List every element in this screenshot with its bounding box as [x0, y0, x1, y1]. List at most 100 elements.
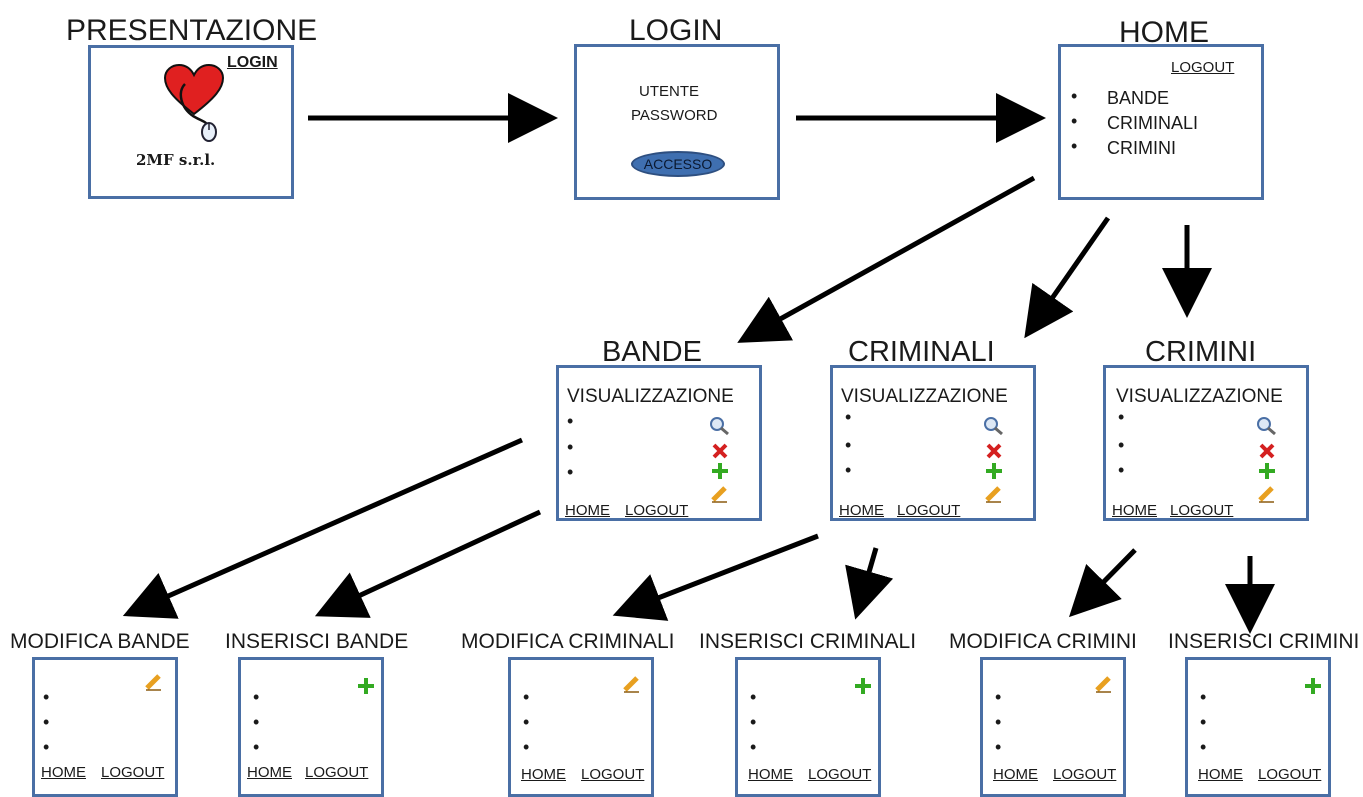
presentation-screen: LOGIN 2MF s.r.l.	[88, 45, 294, 199]
logout-link[interactable]: LOGOUT	[1258, 766, 1322, 783]
home-link[interactable]: HOME	[748, 766, 793, 783]
subpage-title-inserisci-crimini: INSERISCI CRIMINI	[1168, 630, 1360, 653]
section-heading: VISUALIZZAZIONE	[1116, 386, 1283, 407]
bullet: •	[253, 687, 260, 707]
bullet: •	[1071, 111, 1078, 131]
logout-link[interactable]: LOGOUT	[897, 502, 961, 519]
pencil-icon[interactable]	[621, 674, 643, 694]
menu-item-criminali[interactable]: CRIMINALI	[1107, 113, 1199, 133]
bullet: •	[995, 687, 1002, 707]
bullet: •	[567, 437, 574, 457]
logout-link[interactable]: LOGOUT	[625, 502, 689, 519]
plus-icon[interactable]	[1302, 676, 1324, 696]
pencil-icon[interactable]	[1093, 674, 1115, 694]
bullet: •	[43, 712, 50, 732]
arrow-bande-to-modifica	[122, 437, 524, 619]
arrow-criminali-to-inserisci	[845, 547, 894, 620]
plus-icon[interactable]	[355, 676, 377, 696]
home-link[interactable]: HOME	[839, 502, 884, 519]
bullet: •	[995, 737, 1002, 757]
login-screen: UTENTE PASSWORD ACCESSO	[574, 44, 780, 200]
bullet: •	[1118, 460, 1125, 480]
home-link[interactable]: HOME	[1112, 502, 1157, 519]
presentation-title: PRESENTAZIONE	[66, 14, 318, 47]
bullet: •	[523, 737, 530, 757]
bullet: •	[253, 712, 260, 732]
home-link[interactable]: HOME	[993, 766, 1038, 783]
section-screen-crimini: VISUALIZZAZIONE • • • HOME LOGOUT	[1103, 365, 1309, 521]
pencil-icon[interactable]	[1256, 484, 1278, 504]
subpage-screen-inserisci-bande: • • • HOME LOGOUT	[238, 657, 384, 797]
subpage-title-inserisci-bande: INSERISCI BANDE	[225, 630, 409, 653]
bullet: •	[1200, 712, 1207, 732]
bullet: •	[253, 737, 260, 757]
bullet: •	[1200, 737, 1207, 757]
password-label: PASSWORD	[631, 107, 718, 124]
section-title-criminali: CRIMINALI	[848, 336, 995, 368]
subpage-title-modifica-criminali: MODIFICA CRIMINALI	[461, 630, 675, 653]
bullet: •	[995, 712, 1002, 732]
logout-link[interactable]: LOGOUT	[808, 766, 872, 783]
bullet: •	[1200, 687, 1207, 707]
bullet: •	[567, 411, 574, 431]
home-logout-link[interactable]: LOGOUT	[1171, 59, 1235, 76]
logout-link[interactable]: LOGOUT	[101, 764, 165, 781]
logout-link[interactable]: LOGOUT	[305, 764, 369, 781]
search-icon[interactable]	[709, 416, 731, 436]
delete-icon[interactable]	[983, 441, 1005, 461]
subpage-screen-inserisci-crimini: • • • HOME LOGOUT	[1185, 657, 1331, 797]
logout-link[interactable]: LOGOUT	[581, 766, 645, 783]
logout-link[interactable]: LOGOUT	[1053, 766, 1117, 783]
subpage-screen-modifica-crimini: • • • HOME LOGOUT	[980, 657, 1126, 797]
section-screen-bande: VISUALIZZAZIONE • • • HOME LOGOUT	[556, 365, 762, 521]
home-link[interactable]: HOME	[247, 764, 292, 781]
delete-icon[interactable]	[709, 441, 731, 461]
plus-icon[interactable]	[1256, 461, 1278, 481]
home-link[interactable]: HOME	[565, 502, 610, 519]
home-title: HOME	[1119, 16, 1209, 49]
home-screen: LOGOUT • BANDE • CRIMINALI • CRIMINI	[1058, 44, 1264, 200]
arrow-bande-to-inserisci	[314, 509, 542, 618]
menu-item-crimini[interactable]: CRIMINI	[1107, 138, 1176, 158]
section-title-crimini: CRIMINI	[1145, 336, 1257, 368]
bullet: •	[1118, 407, 1125, 427]
login-title: LOGIN	[629, 14, 723, 47]
home-link[interactable]: HOME	[521, 766, 566, 783]
bullet: •	[1071, 86, 1078, 106]
home-link[interactable]: HOME	[1198, 766, 1243, 783]
arrow-home-to-criminali	[1024, 216, 1111, 339]
logout-link[interactable]: LOGOUT	[1170, 502, 1234, 519]
subpage-screen-inserisci-criminali: • • • HOME LOGOUT	[735, 657, 881, 797]
home-link[interactable]: HOME	[41, 764, 86, 781]
pencil-icon[interactable]	[983, 484, 1005, 504]
search-icon[interactable]	[1256, 416, 1278, 436]
plus-icon[interactable]	[852, 676, 874, 696]
heart-mouse-logo	[163, 64, 225, 142]
delete-icon[interactable]	[1256, 441, 1278, 461]
bullet: •	[567, 462, 574, 482]
bullet: •	[523, 712, 530, 732]
bullet: •	[1118, 435, 1125, 455]
search-icon[interactable]	[983, 416, 1005, 436]
bullet: •	[845, 407, 852, 427]
bullet: •	[750, 737, 757, 757]
arrow-home-to-bande	[737, 175, 1036, 343]
subpage-title-modifica-crimini: MODIFICA CRIMINI	[949, 630, 1137, 653]
bullet: •	[750, 712, 757, 732]
bullet: •	[43, 737, 50, 757]
subpage-title-modifica-bande: MODIFICA BANDE	[10, 630, 190, 653]
access-button[interactable]: ACCESSO	[631, 151, 725, 177]
pencil-icon[interactable]	[709, 484, 731, 504]
menu-item-bande[interactable]: BANDE	[1107, 88, 1170, 108]
plus-icon[interactable]	[709, 461, 731, 481]
arrow-criminali-to-modifica	[612, 533, 819, 621]
subpage-screen-modifica-bande: • • • HOME LOGOUT	[32, 657, 178, 797]
section-heading: VISUALIZZAZIONE	[841, 386, 1008, 407]
login-link[interactable]: LOGIN	[227, 54, 278, 71]
plus-icon[interactable]	[983, 461, 1005, 481]
subpage-title-inserisci-criminali: INSERISCI CRIMINALI	[699, 630, 917, 653]
flow-arrows	[122, 93, 1275, 634]
bullet: •	[523, 687, 530, 707]
pencil-icon[interactable]	[143, 672, 165, 692]
arrow-crimini-to-modifica	[1068, 548, 1137, 618]
